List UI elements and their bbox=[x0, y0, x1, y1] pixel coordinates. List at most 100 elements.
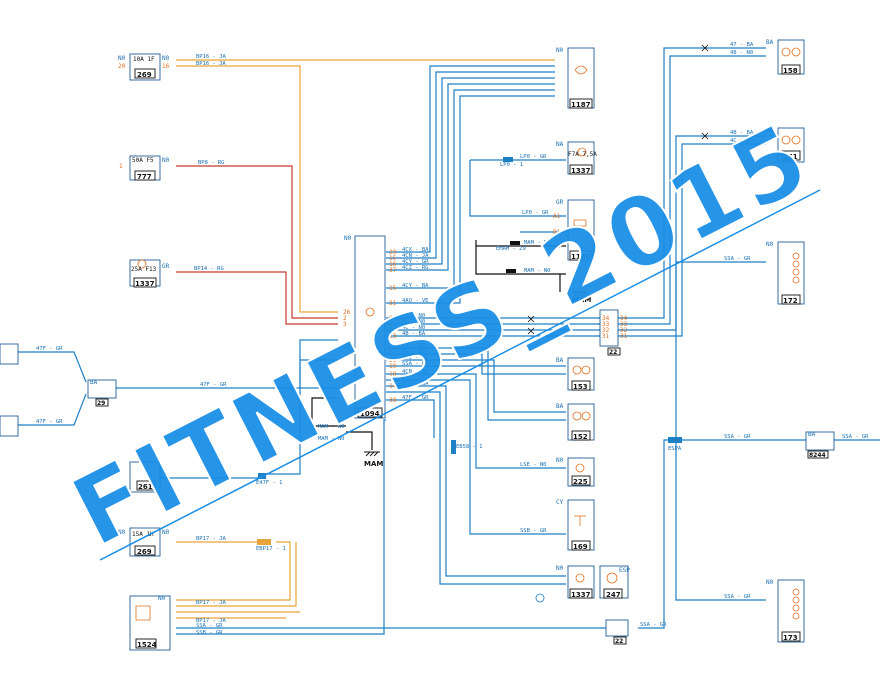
component-id-29: 29 bbox=[97, 400, 105, 407]
component-id-152: 152 bbox=[573, 433, 588, 441]
component-id-1337b: 1337 bbox=[571, 167, 591, 175]
pin-1186-b1: B1 bbox=[553, 229, 561, 236]
component-id-1094: 1094 bbox=[360, 410, 380, 418]
pin-269a-left: 20 bbox=[118, 63, 126, 70]
component-id-22a: 22 bbox=[609, 349, 617, 356]
ecu-1094-pin-right: 19 bbox=[389, 363, 397, 370]
conn-1337c: N0 bbox=[556, 565, 564, 572]
fuse-code-269b: 15A 1H bbox=[132, 531, 154, 538]
ecu-1094-pin-right: 14 bbox=[389, 383, 397, 390]
ecu-1094-wire-label: 4CX - BA bbox=[402, 247, 429, 253]
ecu-1094-wire-label: 48 - N0 bbox=[402, 349, 425, 355]
wire-label: SSA - GR bbox=[640, 622, 667, 628]
splice-label: E47F - 1 bbox=[256, 480, 283, 486]
connector-22b-box bbox=[605, 619, 629, 637]
component-id-1524: 1524 bbox=[137, 641, 157, 649]
ecu-1094-pin-left: 2 bbox=[343, 315, 347, 322]
conn-173: N0 bbox=[766, 579, 774, 586]
light-172-box bbox=[777, 241, 805, 305]
wire-label: SSB - GR bbox=[520, 528, 547, 534]
conn-1094: N0 bbox=[344, 235, 352, 242]
component-id-151: 151 bbox=[783, 153, 798, 161]
splice-label: LP0 - 1 bbox=[500, 162, 523, 168]
connector-22-pin: 31 bbox=[602, 333, 610, 340]
ecu-1094-wire-label: 4CN - BA bbox=[402, 369, 429, 375]
wire-label: BP16 - JA bbox=[196, 54, 226, 60]
ecu-1094-pin-right: 6 bbox=[389, 351, 393, 358]
component-id-1337a: 1337 bbox=[135, 280, 155, 288]
ground-label: MAM bbox=[572, 296, 591, 304]
wire-label: 47F - GR bbox=[36, 419, 63, 425]
component-id-1186: 1186 bbox=[571, 253, 591, 261]
ecu-1094-pin-right: 8 bbox=[389, 315, 393, 322]
component-id-247: 247 bbox=[606, 591, 621, 599]
ecu-1094-wire-label: LSE - N0 bbox=[402, 355, 429, 361]
conn-269b-right: N0 bbox=[162, 529, 170, 536]
wire-label: LP0 - GR bbox=[522, 210, 549, 216]
wire-label: LSE - N0 bbox=[520, 462, 547, 468]
ecu-1094-pin-right: 15 bbox=[389, 255, 397, 262]
wire-bp14 bbox=[176, 271, 338, 325]
fuse-code-777: 50A F5 bbox=[132, 157, 154, 164]
wire-label: BP17 - JA bbox=[196, 600, 226, 606]
conn-172: N0 bbox=[766, 241, 774, 248]
conn-158: BA bbox=[766, 39, 774, 46]
conn-153: BA bbox=[556, 357, 564, 364]
splice-label: EBP17 - 1 bbox=[256, 546, 286, 552]
component-id-269b: 269 bbox=[137, 548, 152, 556]
component-id-261: 261 bbox=[138, 483, 153, 491]
conn-269b-left: N0 bbox=[118, 529, 126, 536]
ecu-1094-pin-left: 26 bbox=[343, 309, 351, 316]
ecu-1094-pin-left: 22 bbox=[343, 343, 351, 350]
component-id-153: 153 bbox=[573, 383, 588, 391]
ecu-1094-pin-right: 16 bbox=[389, 261, 397, 268]
ground-label: MAM bbox=[364, 460, 383, 468]
ecu-1094-pin-right: 11 bbox=[389, 321, 397, 328]
connector-22a-box bbox=[599, 309, 619, 347]
wire-label: SSA - GR bbox=[724, 434, 751, 440]
component-id-22b: 22 bbox=[615, 638, 623, 645]
ecu-1094-pin-right: 38 bbox=[389, 397, 397, 404]
ecu-1094-wire-label: 4C - N0 bbox=[402, 325, 425, 331]
wire-label: LP0 - GR bbox=[520, 154, 547, 160]
conn-151: BA bbox=[766, 127, 774, 134]
wire-label: 47F - GR bbox=[36, 346, 63, 352]
wire-label: SSA - GR bbox=[724, 256, 751, 262]
fuse-code-269a: 10A 1F bbox=[133, 56, 155, 63]
conn-225: N0 bbox=[556, 457, 564, 464]
component-id-169: 169 bbox=[573, 543, 588, 551]
ecu-1094-box bbox=[354, 235, 386, 419]
conn-247: ESP bbox=[619, 567, 630, 574]
wire-label: SSA - GR bbox=[724, 594, 751, 600]
wire-label: SSB - GR bbox=[196, 630, 223, 636]
connector-8244-box bbox=[805, 431, 835, 451]
ecu-1094-wire-label: 4CZ - RG bbox=[402, 265, 429, 271]
conn-269a-right: N0 bbox=[162, 55, 170, 62]
wire-label: MAM - N0 bbox=[318, 436, 345, 442]
wire-label: BP17 - JA bbox=[196, 536, 226, 542]
fuse-code-1337b: F7A 7,5A bbox=[568, 151, 597, 158]
ecu-1094-pin-right: 29 bbox=[389, 249, 397, 256]
ecu-1094-pin-right: 10 bbox=[389, 327, 397, 334]
wire-label: MAM - N0 bbox=[524, 240, 551, 246]
ecu-1094-wire-label: 4B - BA bbox=[402, 331, 426, 337]
watermark-underline bbox=[99, 189, 821, 561]
conn-29: BA bbox=[90, 379, 98, 386]
wire-label: 47F - GR bbox=[200, 382, 227, 388]
conn-1187: N0 bbox=[556, 47, 564, 54]
ecu-1094-wire-label: 48 - N0 bbox=[402, 319, 425, 325]
wire-4cx bbox=[386, 65, 555, 253]
wire-label: MAM - N0 bbox=[524, 268, 551, 274]
conn-152: BA bbox=[556, 403, 564, 410]
fuse-code-1337a: 25A F13 bbox=[131, 266, 157, 273]
component-id-172: 172 bbox=[783, 297, 798, 305]
ecu-1094-pin-right: 31 bbox=[389, 300, 397, 307]
component-id-1337c: 1337 bbox=[571, 591, 591, 599]
ecu-1094-pin-right: 15 bbox=[389, 285, 397, 292]
wire-label: MAM - N0 bbox=[318, 424, 345, 430]
connector-22-pin: 34 bbox=[620, 315, 628, 322]
ecu-1094-wire-label: 4AO - VE bbox=[402, 298, 429, 304]
pin-777: 1 bbox=[119, 163, 123, 170]
